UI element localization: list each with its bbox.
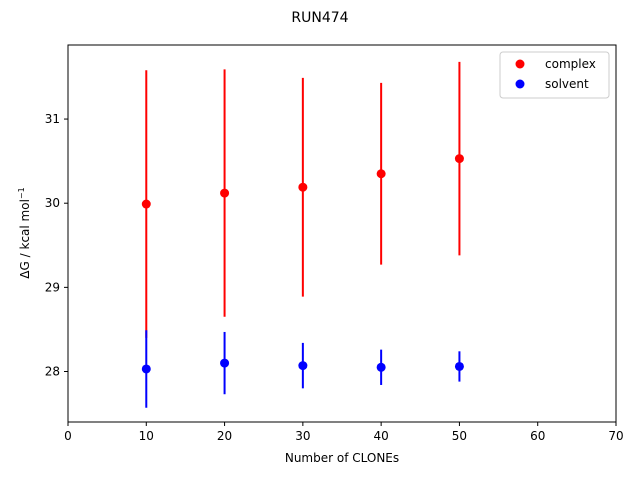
x-tick-label: 60 <box>530 429 545 443</box>
x-tick-label: 10 <box>139 429 154 443</box>
complex-point <box>220 188 230 198</box>
x-tick-label: 40 <box>374 429 389 443</box>
x-tick-label: 50 <box>452 429 467 443</box>
series-solvent <box>141 330 464 408</box>
legend-box <box>499 51 610 99</box>
solvent-point <box>298 361 308 371</box>
legend-label-solvent: solvent <box>545 77 589 91</box>
y-axis-ticks: 28 29 30 31 <box>45 112 68 379</box>
complex-point <box>298 182 308 192</box>
complex-point <box>376 169 386 179</box>
x-tick-label: 30 <box>295 429 310 443</box>
solvent-point <box>376 362 386 372</box>
legend-label-complex: complex <box>545 57 596 71</box>
chart-title: RUN474 <box>291 10 348 26</box>
x-tick-label: 20 <box>217 429 232 443</box>
solvent-point <box>220 358 230 368</box>
y-tick-label: 29 <box>45 280 60 294</box>
x-tick-label: 0 <box>64 429 72 443</box>
complex-point <box>454 154 464 164</box>
solvent-point <box>454 361 464 371</box>
legend: complex solvent <box>499 51 610 99</box>
legend-marker-complex <box>515 59 525 69</box>
y-axis-label-superscript: −1 <box>17 187 26 199</box>
y-tick-label: 28 <box>45 365 60 379</box>
y-tick-label: 31 <box>45 112 60 126</box>
x-tick-label: 70 <box>608 429 623 443</box>
solvent-point <box>141 364 151 374</box>
y-axis-label: ΔG / kcal mol−1 <box>17 187 32 278</box>
plot-area <box>141 61 464 408</box>
y-axis-label-text: ΔG / kcal mol <box>18 199 32 279</box>
legend-marker-solvent <box>515 79 525 89</box>
axes-frame <box>67 44 617 423</box>
complex-point <box>141 199 151 209</box>
x-axis-label: Number of CLONEs <box>285 451 399 465</box>
series-complex <box>141 61 464 338</box>
y-tick-label: 30 <box>45 196 60 210</box>
x-axis-ticks: 0 10 20 30 40 50 60 70 <box>64 422 624 443</box>
